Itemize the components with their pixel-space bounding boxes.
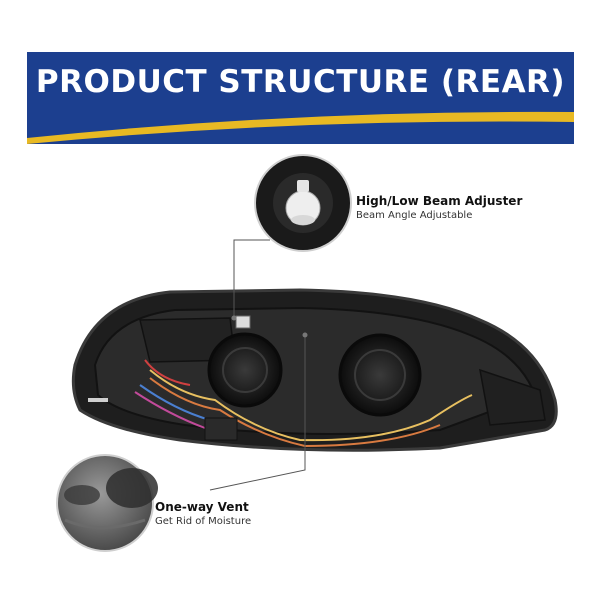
vent-title: One-way Vent — [155, 500, 249, 514]
vent-callout — [56, 454, 158, 552]
beam-adjuster-callout — [254, 154, 352, 252]
banner-gold-stripe — [27, 111, 574, 144]
beam-adjuster-title: High/Low Beam Adjuster — [356, 194, 523, 208]
banner-title: PRODUCT STRUCTURE (REAR) — [35, 64, 566, 100]
low-beam-cap — [207, 332, 283, 408]
vent-subtitle: Get Rid of Moisture — [155, 516, 252, 527]
title-banner: PRODUCT STRUCTURE (REAR) — [27, 52, 574, 144]
headlight-housing — [71, 288, 558, 452]
beam-adjuster-subtitle: Beam Angle Adjustable — [356, 210, 473, 221]
wiring-harness — [134, 359, 473, 448]
vent-leader-line — [209, 335, 306, 491]
high-beam-cap — [338, 333, 422, 417]
connector-plug — [204, 417, 238, 441]
adjuster-leader-line — [233, 239, 270, 318]
adjuster-knob — [235, 315, 251, 329]
